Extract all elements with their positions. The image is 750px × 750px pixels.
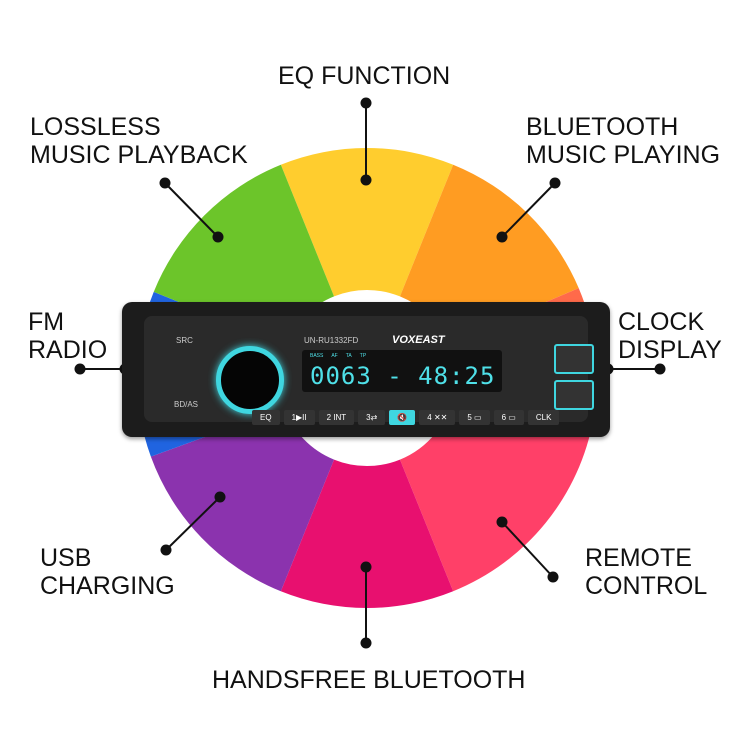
label-lossless: LOSSLESS MUSIC PLAYBACK [30,113,248,169]
leader-dot [160,544,172,556]
indicator: AF [331,353,338,359]
lcd-display: BASS AF TA TP 0063 - 48:25 [302,350,502,392]
indicator: BASS [310,353,324,359]
preset-buttons: EQ 1▶II 2 INT 3⇄ 🔇 4 ✕✕ 5 ▭ 6 ▭ CLK [252,410,560,425]
leader-line [165,496,221,551]
leader-dot [360,97,372,109]
leader-line [501,521,554,578]
preset-4-button[interactable]: 4 ✕✕ [419,410,456,425]
wheel-segment [399,393,594,592]
label-handsfree: HANDSFREE BLUETOOTH [212,666,526,694]
leader-dot [549,177,561,189]
leader-dot [159,177,171,189]
clk-button[interactable]: CLK [527,410,560,425]
indicator: TP [359,353,367,359]
preset-6-button[interactable]: 6 ▭ [493,410,524,425]
leader-dot [214,491,226,503]
brand-logo: VOXEAST [392,334,445,346]
display-readout: 0063 - 48:25 [310,362,496,390]
wheel-segment [153,164,335,346]
leader-dot [654,363,666,375]
repeat-button[interactable]: 3⇄ [358,410,386,425]
label-usb: USB CHARGING [40,544,175,600]
leader-dot [496,231,508,243]
label-bluetooth-music: BLUETOOTH MUSIC PLAYING [526,113,721,169]
leader-dot [496,516,508,528]
leader-dot [360,637,372,649]
label-remote: REMOTE CONTROL [585,544,708,600]
usb-port-1[interactable] [554,344,594,374]
wheel-segment [280,148,454,297]
label-fm: FM RADIO [28,308,108,364]
label-eq: EQ FUNCTION [278,62,451,90]
indicator: TA [345,353,352,359]
leader-dot [212,231,224,243]
leader-dot [547,571,559,583]
leader-dot [360,561,372,573]
label-clock: CLOCK DISPLAY [618,308,722,364]
mute-button[interactable]: 🔇 [389,410,416,425]
eq-button[interactable]: EQ [252,410,280,425]
wheel-segment [280,459,454,608]
usb-port-2[interactable] [554,380,594,410]
preset-5-button[interactable]: 5 ▭ [459,410,490,425]
volume-knob[interactable] [216,346,284,414]
play-pause-button[interactable]: 1▶II [283,410,315,425]
car-radio: SRC BD/AS UN-RU1332FD VOXEAST BASS AF TA TP… [122,302,610,437]
wheel-segment [150,408,335,592]
src-button[interactable]: SRC [176,336,193,345]
leader-dot [74,363,86,375]
leader-dot [360,174,372,186]
leader-line [164,182,219,238]
bd-as-button[interactable]: BD/AS [174,400,199,409]
wheel-segment [399,164,579,344]
leader-line [501,182,556,238]
model-number: UN-RU1332FD [304,336,359,345]
radio-faceplate: SRC BD/AS UN-RU1332FD VOXEAST BASS AF TA TP… [144,316,594,422]
int-button[interactable]: 2 INT [318,410,355,425]
